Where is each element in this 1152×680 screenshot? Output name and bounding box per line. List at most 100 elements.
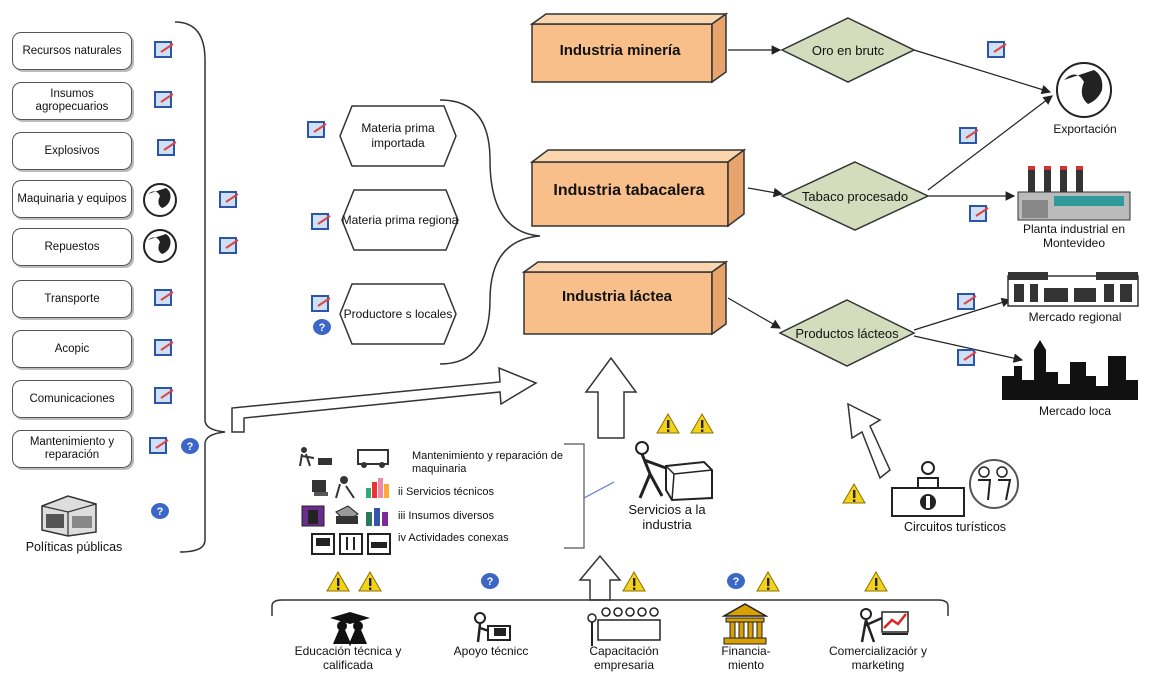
product-label: Tabaco procesado (801, 188, 909, 204)
edit-icon (154, 41, 174, 58)
raw-material-hexagon: Materia prima importada (338, 104, 458, 168)
local-market-label: Mercado loca (1038, 404, 1112, 418)
service-item: Mantenimiento y reparación de maquinaria (412, 450, 564, 475)
support-label: Apoyo técnicc (453, 644, 529, 658)
bank-icon (722, 603, 768, 645)
industry-label: Industria tabacalera (553, 181, 705, 199)
technical-services-icon (312, 476, 389, 499)
policies-label: Políticas públicas (25, 540, 123, 554)
edit-icon (311, 295, 331, 312)
support-label: Comercializaciór y marketing (828, 644, 928, 672)
tourists-icon (969, 459, 1019, 509)
edit-icon (311, 213, 331, 230)
raw-material-hexagon: Productore s locales (338, 282, 458, 346)
input-box: Maquinaria y equipos (12, 180, 132, 218)
edit-icon (154, 339, 174, 356)
product-label: Oro en brutc (811, 42, 885, 58)
input-label: Mantenimiento y reparación (29, 436, 115, 461)
regional-market-label: Mercado regional (1028, 310, 1122, 324)
tourism-desk-icon (891, 461, 965, 517)
support-label: Capacitación empresaria (589, 644, 659, 672)
product-label: Productos lácteos (795, 325, 899, 341)
product-diamond: Oro en brutc (780, 16, 916, 84)
edit-icon (957, 293, 977, 310)
hexagon-shape (339, 105, 457, 167)
supplies-icon (301, 505, 388, 527)
input-label: Explosivos (44, 144, 100, 157)
edit-icon (154, 289, 174, 306)
industry-box: Industria tabacalera (530, 148, 750, 228)
input-label: Repuestos (44, 240, 100, 253)
factory-icon (1017, 166, 1131, 221)
help-icon: ? (313, 319, 331, 335)
svg-text:?: ? (487, 576, 494, 588)
svg-text:?: ? (733, 576, 740, 588)
edit-icon (154, 91, 174, 108)
warning-icon (842, 483, 866, 504)
edit-icon (219, 237, 239, 254)
hexagon-shape (341, 189, 459, 251)
warning-icon (656, 413, 680, 434)
maintenance-icon (299, 447, 389, 468)
input-label: Insumos agropecuarios (35, 88, 109, 113)
support-label: Educación técnica y calificada (294, 644, 402, 672)
graduates-icon (330, 612, 370, 646)
help-icon: ? (481, 573, 499, 589)
diamond-shape (780, 17, 916, 83)
export-label: Exportación (1053, 122, 1117, 136)
edit-icon (957, 349, 977, 366)
industry-label: Industria láctea (561, 287, 673, 305)
svg-text:?: ? (187, 441, 194, 453)
industry-box: Industria minería (530, 12, 730, 84)
box-shape (530, 148, 747, 228)
input-box: Repuestos (12, 228, 132, 266)
input-label: Recursos naturales (22, 44, 122, 57)
input-box: Mantenimiento y reparación (12, 430, 132, 468)
hexagon-label: Materia prima importada (361, 121, 435, 150)
factory-label: Planta industrial en Montevideo (1022, 222, 1126, 250)
product-diamond: Tabaco procesado (780, 160, 930, 231)
edit-icon (987, 41, 1007, 58)
input-label: Acopic (54, 342, 90, 355)
warning-icon (690, 413, 714, 434)
input-label: Transporte (44, 292, 100, 305)
globe-icon (143, 183, 177, 217)
edit-icon (307, 121, 327, 138)
diamond-shape (778, 299, 916, 367)
product-diamond: Productos lácteos (778, 298, 916, 367)
edit-icon (154, 387, 174, 404)
input-box: Insumos agropecuarios (12, 82, 132, 120)
input-box: Acopic (12, 330, 132, 368)
worker-box-icon (635, 441, 713, 502)
edit-icon (219, 191, 239, 208)
edit-icon (157, 139, 177, 156)
edit-icon (969, 205, 989, 222)
hexagon-shape (339, 283, 457, 345)
raw-material-hexagon: Materia prima regiona (340, 188, 460, 252)
help-icon: ? (181, 438, 199, 454)
hexagon-label: Productore s locales (343, 306, 453, 321)
service-item: iv Actividades conexas (398, 532, 509, 544)
input-label: Maquinaria y equipos (17, 192, 127, 205)
warning-icon (358, 571, 382, 592)
warning-icon (864, 571, 888, 592)
help-icon: ? (151, 503, 169, 519)
box-shape (522, 260, 729, 336)
warning-icon (622, 571, 646, 592)
city-skyline-icon (1002, 340, 1138, 400)
market-building-icon (1007, 272, 1139, 307)
input-label: Comunicaciones (29, 392, 115, 405)
svg-text:?: ? (319, 322, 326, 334)
service-item: iii Insumos diversos (398, 510, 494, 522)
support-label: Financia-miento (721, 644, 771, 672)
building-icon (41, 495, 97, 537)
warning-icon (326, 571, 350, 592)
input-box: Recursos naturales (12, 32, 132, 70)
warning-icon (756, 571, 780, 592)
technician-icon (474, 612, 511, 643)
service-item: ii Servicios técnicos (398, 486, 494, 498)
activities-icon (311, 533, 391, 555)
industry-label: Industria minería (559, 41, 681, 59)
diamond-shape (780, 161, 930, 231)
